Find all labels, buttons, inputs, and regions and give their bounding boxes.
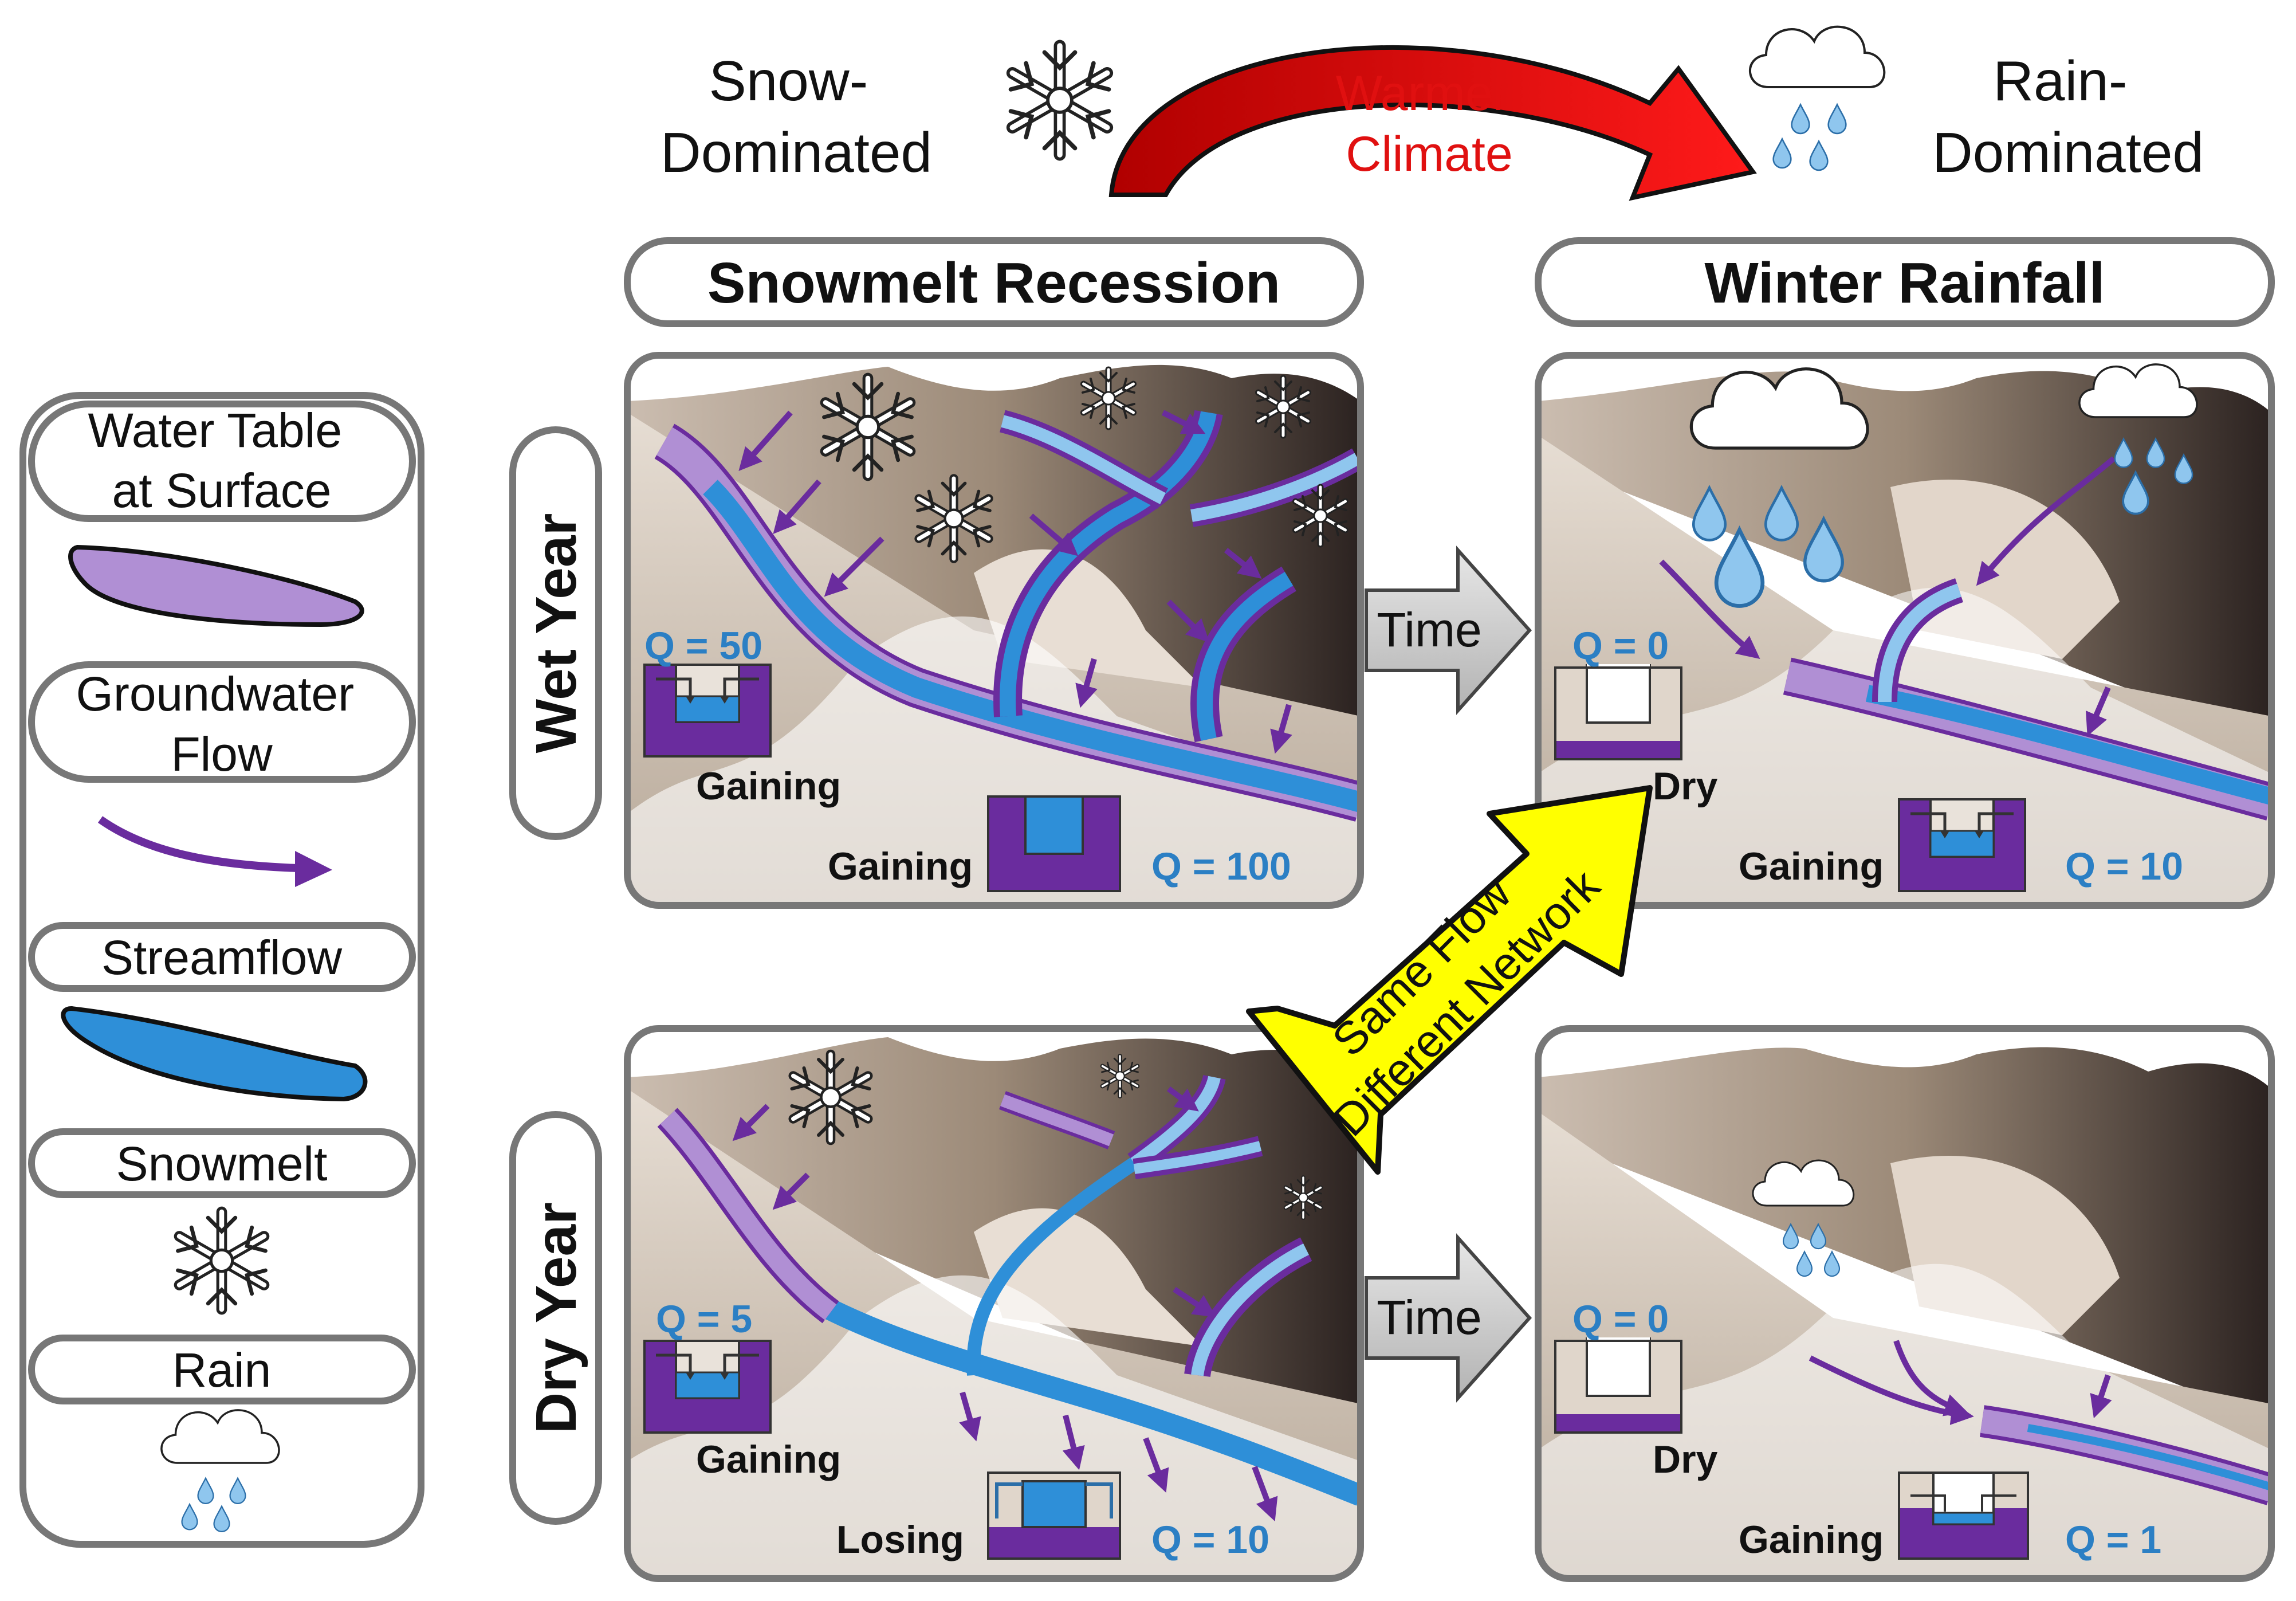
svg-text:Wet Year: Wet Year [524,513,588,754]
legend-streamflow-swatch [61,1006,368,1102]
legend-water-table-label: Water Table at Surface [88,403,356,517]
state-label: Gaining [1739,1518,1884,1561]
column-title-winter-rainfall: Winter Rainfall [1535,237,2275,327]
svg-text:Time: Time [1377,603,1482,657]
rain-dominated-label: Rain- Dominated [1932,49,2204,184]
state-label: Dry [1653,1438,1718,1481]
legend-water-table-swatch [68,544,364,627]
q-label: Q = 10 [2065,845,2183,888]
row-title-wet-year: Wet Year [509,426,602,840]
state-label: Gaining [696,1438,841,1481]
legend-snowmelt-label: Snowmelt [116,1137,328,1191]
legend-streamflow-label: Streamflow [101,931,342,984]
q-label: Q = 5 [656,1297,752,1341]
legend: Water Table at Surface Groundwater Flow … [19,392,424,1548]
svg-text:Winter Rainfall: Winter Rainfall [1704,251,2105,315]
q-label: Q = 0 [1572,624,1669,668]
state-label: Gaining [696,764,841,808]
svg-text:Dry Year: Dry Year [524,1202,588,1434]
legend-groundwater-arrow [97,816,298,872]
time-arrow-wet: Time [1365,546,1532,715]
svg-text:Time: Time [1377,1290,1482,1344]
panel-wet-snowmelt: Q = 50 Gaining Gaining Q = 100 [624,352,1364,909]
panel-wet-rainfall: Q = 0 Dry Gaining Q = 10 [1535,352,2275,909]
q-label: Q = 100 [1151,845,1291,888]
state-label: Dry [1653,764,1718,808]
panel-dry-rainfall: Q = 0 Dry Gaining Q = 1 [1535,1025,2275,1582]
legend-groundwater-label: Groundwater Flow [76,667,368,781]
warmer-climate-label: Warmer Climate [1336,66,1523,182]
row-title-dry-year: Dry Year [509,1111,602,1525]
q-label: Q = 0 [1572,1297,1669,1341]
svg-text:Snowmelt Recession: Snowmelt Recession [707,251,1280,315]
warmer-climate-arrow [1108,45,1757,201]
state-label: Gaining [828,845,973,888]
snowflake-icon [1011,46,1109,155]
panel-dry-snowmelt: Q = 5 Gaining Losing Q = 10 [624,1025,1364,1582]
snow-dominated-label: Snow- Dominated [661,49,932,184]
top-header: Snow- Dominated Warmer Climate Rain- Dom… [661,27,2204,201]
rain-cloud-icon [1750,27,1884,171]
column-title-snowmelt: Snowmelt Recession [624,237,1364,327]
q-label: Q = 50 [644,624,762,668]
state-label: Gaining [1739,845,1884,888]
state-label: Losing [836,1518,964,1561]
legend-rain-label: Rain [172,1343,272,1397]
q-label: Q = 10 [1151,1518,1269,1561]
time-arrow-dry: Time [1365,1233,1532,1403]
q-label: Q = 1 [2065,1518,2161,1561]
